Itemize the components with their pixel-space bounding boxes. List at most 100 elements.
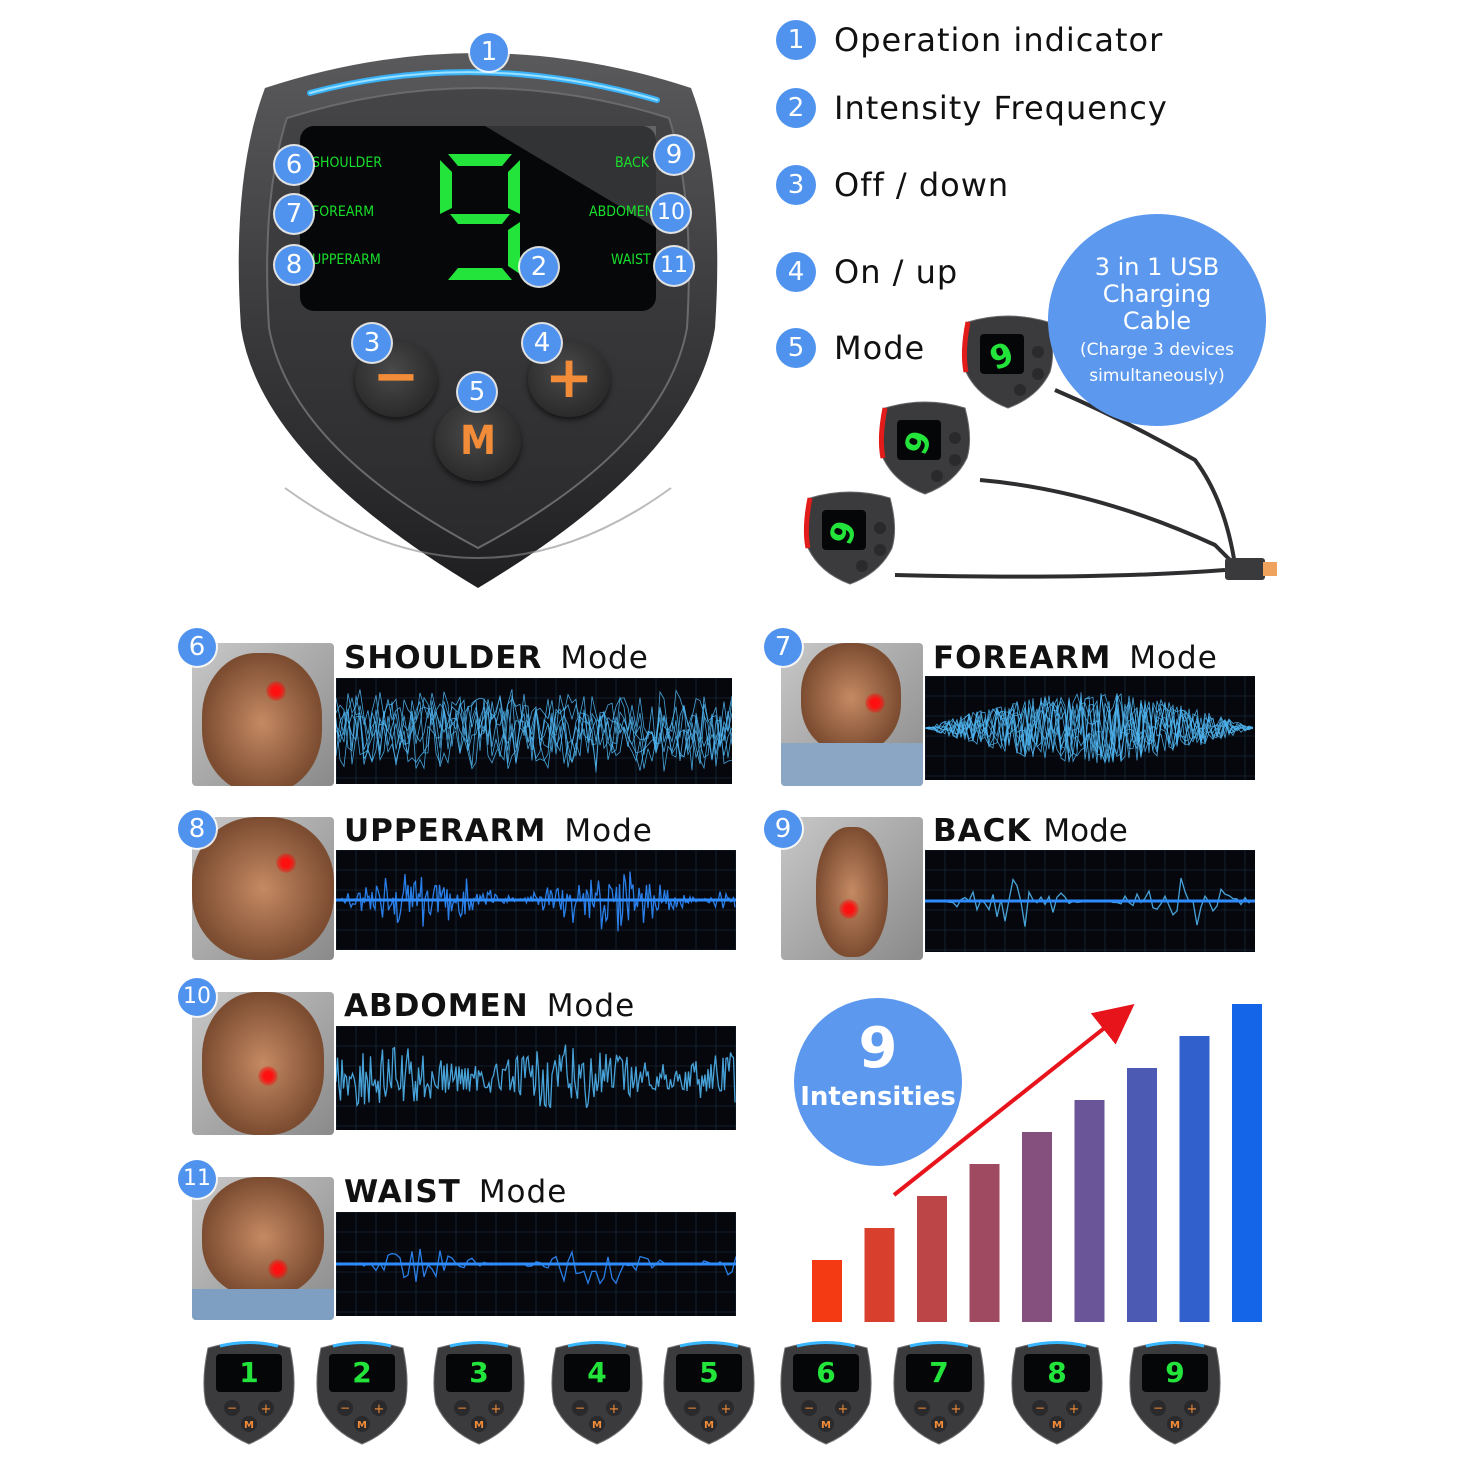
legend-label: Mode (834, 329, 926, 367)
mode-suffix: Mode (1129, 640, 1218, 676)
callout-6: 6 (275, 146, 313, 184)
svg-text:M: M (1052, 1420, 1062, 1431)
intensity-count: 9 (858, 1016, 898, 1081)
lcd-label-back: BACK (615, 155, 650, 171)
svg-text:−: − (1035, 1401, 1045, 1415)
up-button[interactable]: + (528, 341, 610, 417)
target-dot (865, 693, 885, 713)
callout-7: 7 (275, 195, 313, 233)
intensity-bar-3 (917, 1196, 947, 1322)
svg-text:+: + (609, 1402, 620, 1417)
intensities-bubble: 9 Intensities (794, 998, 962, 1166)
svg-text:−: − (340, 1401, 350, 1415)
lcd-digit (430, 146, 530, 286)
intensity-bar-9 (1232, 1004, 1262, 1322)
svg-text:M: M (1170, 1420, 1180, 1431)
usb-tip-icon (1263, 562, 1277, 576)
mode-title-forearm: FOREARM Mode (933, 640, 1218, 676)
mode-badge-shoulder: 6 (178, 628, 216, 666)
usb-cable-illustration: 9 9 9 (795, 300, 1295, 600)
legend-badge: 1 (776, 20, 816, 60)
mini-device-digit: 3 (469, 1356, 489, 1389)
svg-text:+: + (374, 1402, 385, 1417)
lcd-label-forearm: FOREARM (312, 204, 375, 220)
callout-9: 9 (655, 136, 693, 174)
mode-button[interactable]: M (435, 401, 521, 481)
mode-photo-abdomen (192, 992, 334, 1135)
svg-text:M: M (704, 1420, 714, 1431)
svg-text:+: + (951, 1402, 962, 1417)
intensity-bar-4 (969, 1164, 1000, 1322)
mode-name: FOREARM (933, 640, 1112, 676)
intensity-bar-8 (1179, 1036, 1210, 1322)
svg-text:+: + (838, 1402, 849, 1417)
svg-text:−: − (917, 1401, 927, 1415)
waveform-abdomen (336, 1026, 736, 1130)
mode-name: ABDOMEN (344, 988, 529, 1024)
svg-text:−: − (1153, 1401, 1163, 1415)
legend-label: Intensity Frequency (834, 89, 1168, 127)
mini-device-digit: 2 (352, 1356, 372, 1389)
mode-suffix: Mode (560, 640, 649, 676)
target-dot (258, 1066, 278, 1086)
callout-5: 5 (458, 373, 496, 411)
mode-suffix: Mode (546, 988, 636, 1024)
down-button[interactable]: − (355, 341, 437, 417)
increase-arrow-icon (892, 1004, 1135, 1197)
mode-photo-back (781, 817, 923, 960)
lcd-label-abdomen: ABDOMEN (589, 204, 655, 220)
usb-line-1: 3 in 1 USB (1094, 253, 1220, 281)
svg-text:−: − (804, 1401, 814, 1415)
usb-plug-icon (1225, 558, 1265, 580)
usb-line-5: simultaneously) (1089, 366, 1225, 386)
mode-name: UPPERARM (344, 813, 547, 849)
target-dot (839, 899, 859, 919)
legend-label: Operation indicator (834, 21, 1164, 59)
mode-title-shoulder: SHOULDER Mode (344, 640, 649, 676)
mode-photo-upperarm (192, 817, 334, 960)
target-dot (276, 853, 296, 873)
svg-text:−: − (457, 1401, 467, 1415)
mode-name: WAIST (344, 1174, 461, 1210)
mini-device-level-4: − + M 4 (548, 1336, 646, 1446)
mode-badge-abdomen: 10 (178, 978, 216, 1016)
legend-item-5: 5 Mode (776, 328, 925, 368)
intensity-bar-5 (1022, 1132, 1052, 1322)
svg-text:M: M (244, 1420, 254, 1431)
legend-badge: 5 (776, 328, 816, 368)
svg-text:+: + (491, 1402, 502, 1417)
mode-badge-back: 9 (764, 810, 802, 848)
svg-text:M: M (592, 1420, 602, 1431)
mini-device-digit: 4 (587, 1356, 607, 1389)
waveform-waist (336, 1212, 736, 1316)
device-shell (238, 53, 718, 588)
callout-2: 2 (520, 248, 558, 286)
usb-line-4: (Charge 3 devices (1080, 340, 1234, 360)
usb-line-3: Cable (1122, 307, 1192, 335)
target-dot (266, 681, 286, 701)
mode-photo-waist (192, 1177, 334, 1320)
cable-device-2: 9 (875, 398, 975, 496)
mode-badge-forearm: 7 (764, 628, 802, 666)
mode-name: SHOULDER (344, 640, 543, 676)
svg-text:−: − (575, 1401, 585, 1415)
lcd-label-upperarm: UPPERARM (312, 252, 381, 268)
legend-badge: 3 (776, 165, 816, 205)
mode-title-waist: WAIST Mode (344, 1174, 567, 1210)
callout-8: 8 (275, 246, 313, 284)
intensity-bar-7 (1127, 1068, 1157, 1322)
mode-photo-forearm (781, 643, 923, 786)
mode-suffix: Mode (478, 1174, 568, 1210)
mini-device-digit: 8 (1047, 1356, 1067, 1389)
svg-text:−: − (227, 1401, 237, 1415)
intensity-bar-1 (812, 1260, 842, 1322)
mini-device-digit: 6 (816, 1356, 836, 1389)
